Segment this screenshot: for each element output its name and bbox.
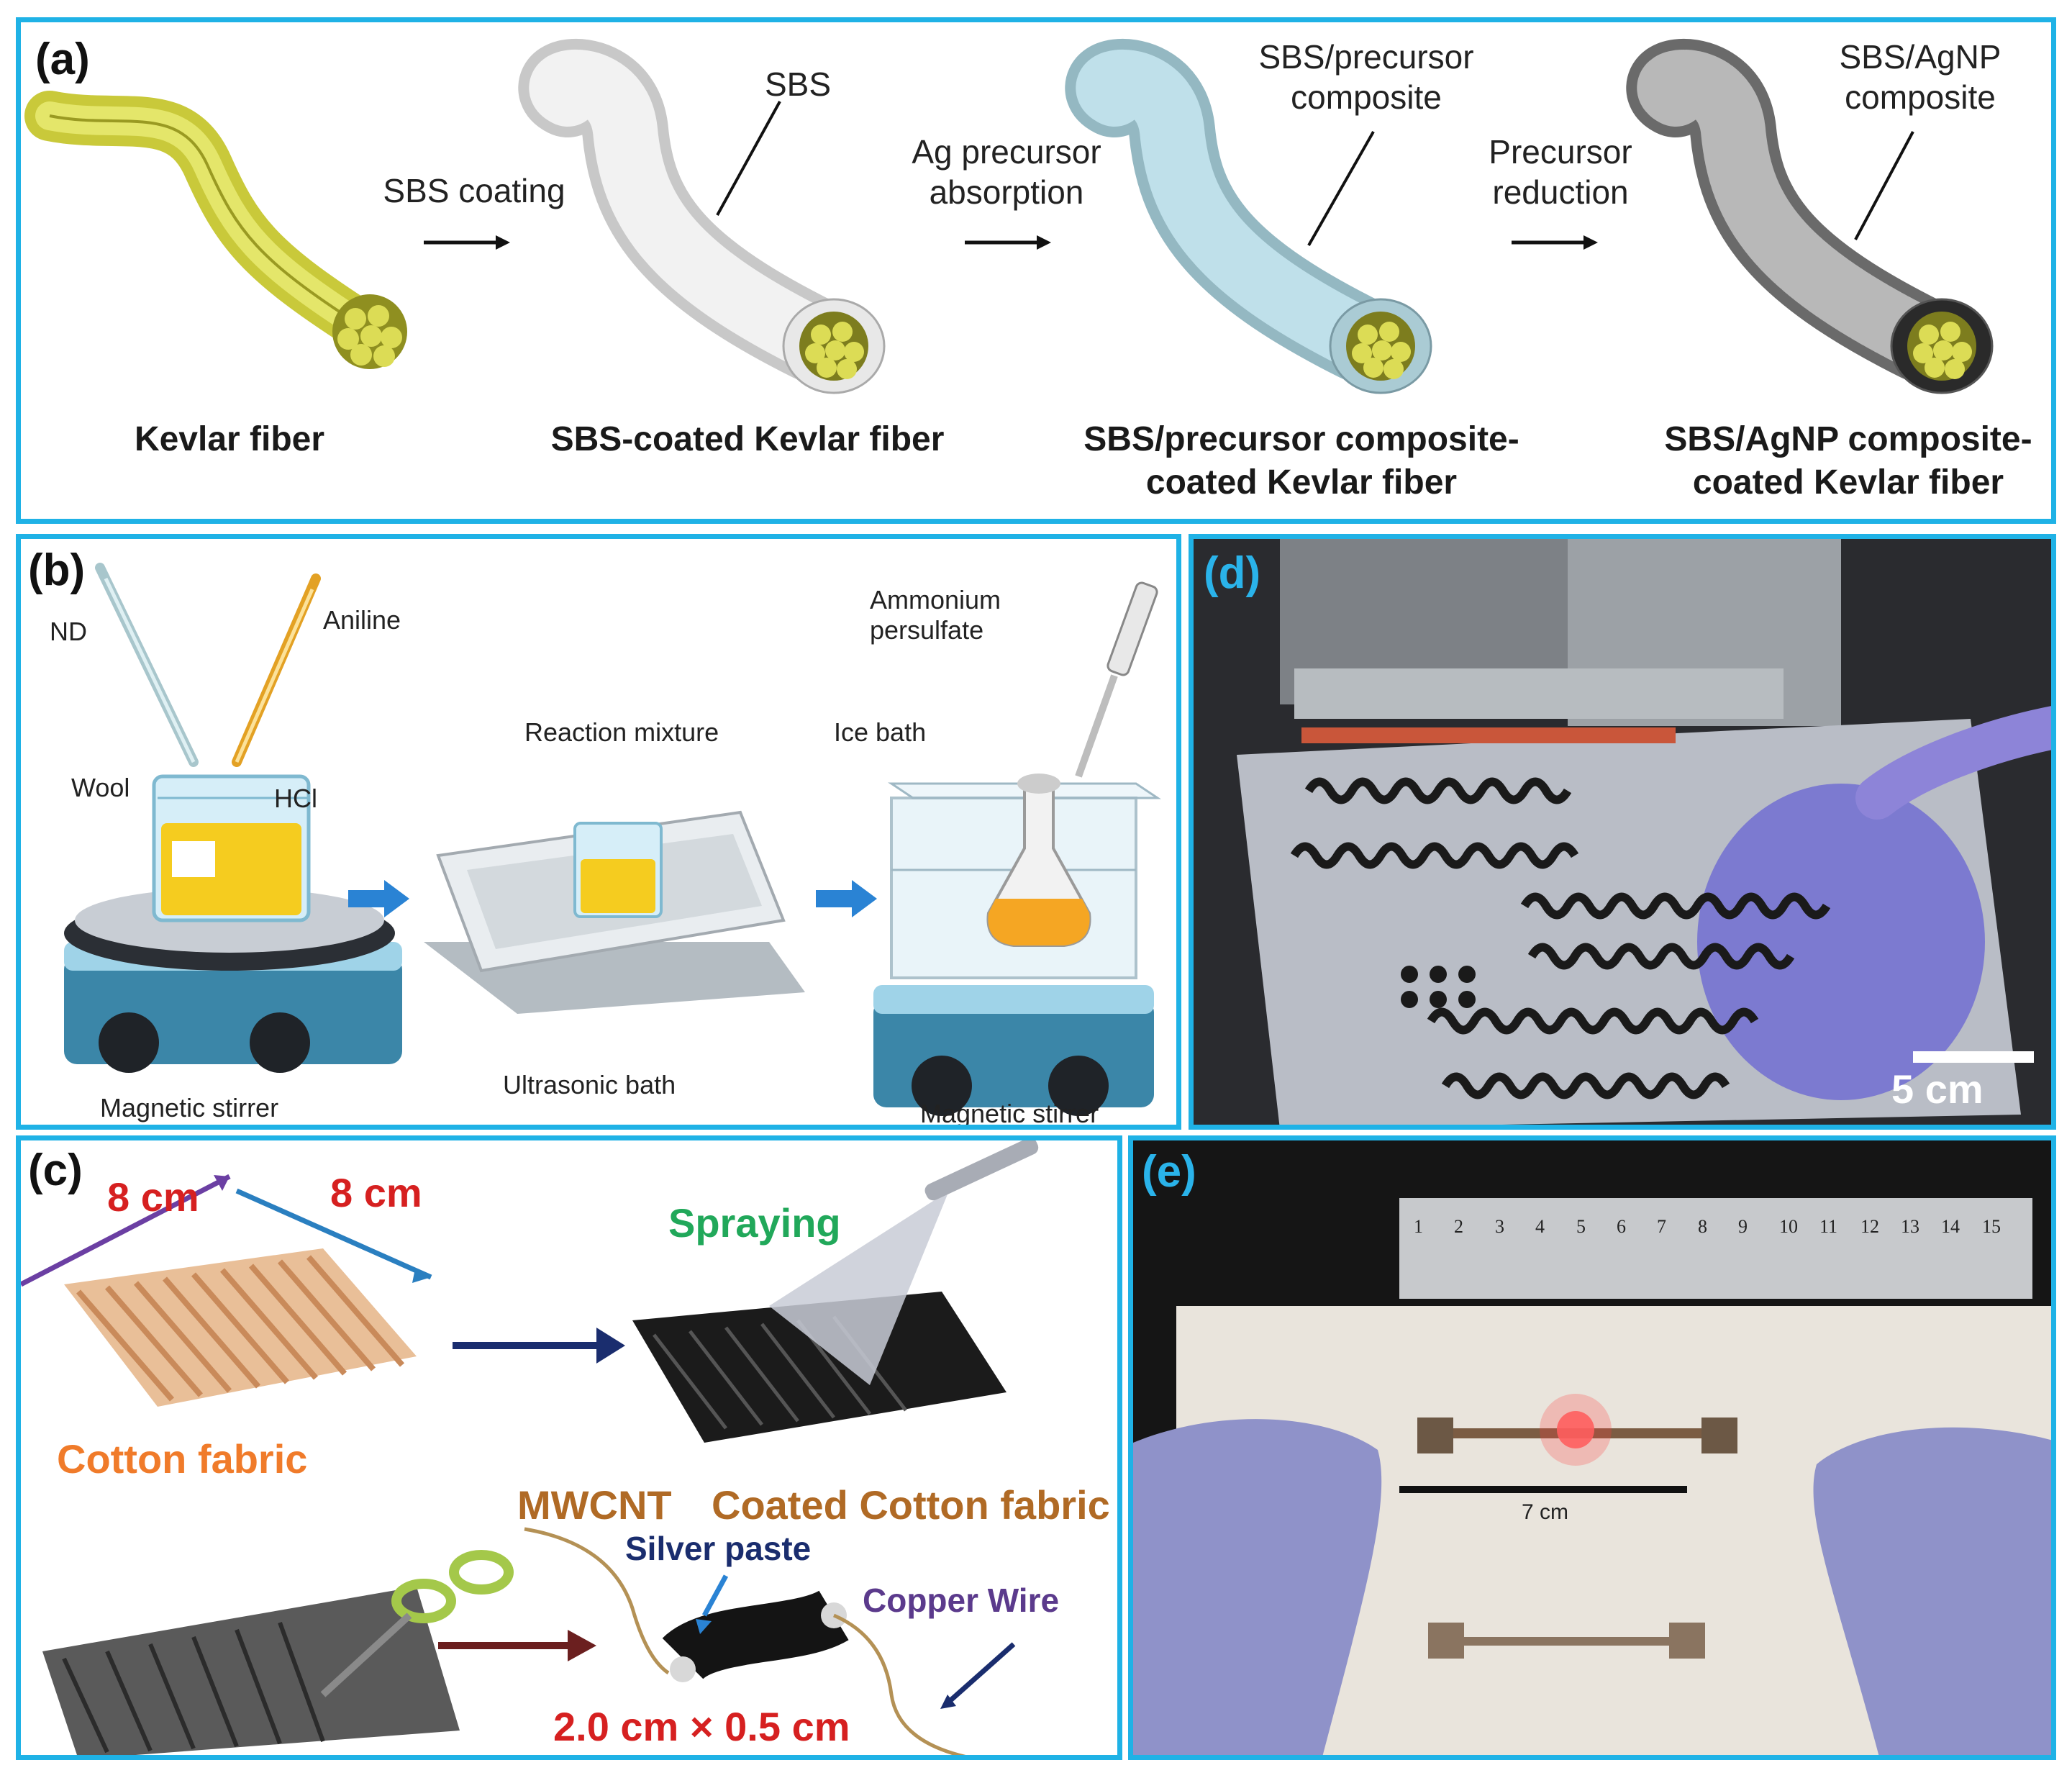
panel-b: (b): [16, 534, 1181, 1130]
silver-paste-label: Silver paste: [625, 1530, 812, 1567]
label-ultrasonic-bath: Ultrasonic bath: [503, 1070, 676, 1099]
sbs-coated-fiber-illustration: [518, 39, 886, 394]
panel-b-label: (b): [28, 545, 86, 595]
panel-a: (a): [16, 17, 2056, 524]
panel-a-illustration: [24, 39, 1994, 394]
arrow-label-ag-precursor: Ag precursor absorption: [912, 133, 1101, 211]
dim-label-2: 8 cm: [330, 1170, 422, 1215]
panel-c-label: (c): [28, 1146, 83, 1195]
ruler-number: 13: [1901, 1216, 1919, 1237]
caption-sbs-coated: SBS-coated Kevlar fiber: [550, 420, 945, 458]
caption-sbs-agnp: SBS/AgNP composite- coated Kevlar fiber: [1664, 420, 2032, 502]
ruler-number: 15: [1982, 1216, 2001, 1237]
panel-b-illustration: [64, 563, 1161, 1116]
ruler-number: 4: [1535, 1216, 1545, 1237]
panel-c: (c): [16, 1135, 1122, 1760]
ruler-number: 3: [1495, 1216, 1504, 1237]
caption-kevlar-fiber: Kevlar fiber: [134, 420, 325, 458]
panel-e-scale-label: 7 cm: [1522, 1500, 1569, 1524]
label-ammonium-persulfate: Ammonium persulfate: [870, 585, 1001, 645]
spraying-label: Spraying: [668, 1200, 841, 1246]
dim-label-1: 8 cm: [107, 1174, 199, 1220]
precursor-fiber-illustration: [1065, 39, 1432, 394]
panel-d-scale-label: 5 cm: [1891, 1066, 1984, 1112]
size-label: 2.0 cm × 0.5 cm: [553, 1704, 850, 1749]
panel-d-photo: [1194, 539, 2051, 1125]
ruler-number: 2: [1454, 1216, 1463, 1237]
callout-sbs-precursor: SBS/precursor composite: [1258, 38, 1474, 116]
ruler-number: 5: [1576, 1216, 1586, 1237]
ruler-number: 8: [1698, 1216, 1707, 1237]
arrow-label-precursor-reduction: Precursor reduction: [1489, 133, 1632, 211]
copper-wire-label: Copper Wire: [863, 1582, 1060, 1619]
label-hcl: HCl: [274, 784, 317, 813]
cotton-fabric-label: Cotton fabric: [57, 1436, 308, 1482]
callout-sbs: SBS: [764, 65, 832, 103]
ruler-number: 10: [1779, 1216, 1798, 1237]
mwcnt-label: MWCNT: [517, 1482, 672, 1528]
label-aniline: Aniline: [323, 605, 401, 635]
label-magnetic-stirrer-2: Magnetic stirrer: [920, 1099, 1099, 1128]
ruler-number: 14: [1941, 1216, 1960, 1237]
scale-bar-line: [1913, 1051, 2034, 1063]
callout-sbs-agnp: SBS/AgNP composite: [1839, 38, 2001, 116]
coated-cotton-label: Coated Cotton fabric: [712, 1482, 1110, 1528]
label-wool: Wool: [71, 773, 130, 802]
panel-d: (d) 5 cm: [1189, 534, 2056, 1130]
panel-c-illustration: [21, 1140, 1039, 1755]
arrow-label-sbs-coating: SBS coating: [383, 172, 565, 209]
agnp-fiber-illustration: [1626, 39, 1994, 394]
ruler-number: 9: [1738, 1216, 1748, 1237]
caption-sbs-precursor: SBS/precursor composite- coated Kevlar f…: [1083, 420, 1519, 502]
panel-e-photo: [1133, 1140, 2051, 1755]
panel-d-label: (d): [1204, 548, 1261, 598]
ruler-number: 12: [1860, 1216, 1879, 1237]
label-reaction-mixture: Reaction mixture: [524, 717, 719, 747]
label-magnetic-stirrer-1: Magnetic stirrer: [100, 1093, 279, 1122]
label-nd: ND: [50, 617, 87, 646]
panel-a-label: (a): [35, 35, 90, 84]
ruler-number: 11: [1819, 1216, 1838, 1237]
kevlar-fiber-illustration: [24, 91, 407, 369]
ruler-number: 1: [1414, 1216, 1423, 1237]
ruler-number: 6: [1617, 1216, 1626, 1237]
panel-e-label: (e): [1142, 1147, 1196, 1197]
ruler-number: 7: [1657, 1216, 1666, 1237]
label-ice-bath: Ice bath: [834, 717, 927, 747]
